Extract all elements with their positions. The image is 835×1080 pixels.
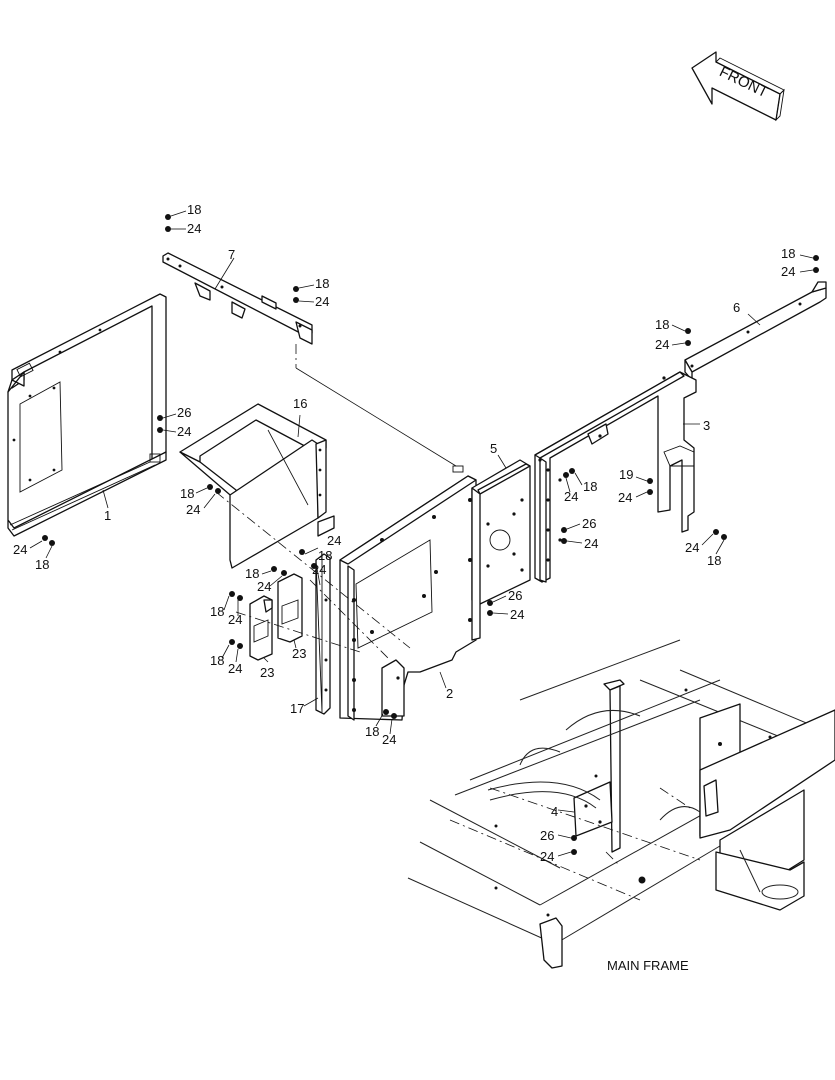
main-frame-assembly <box>407 639 835 969</box>
part-1-left-panel <box>7 293 167 537</box>
callout-24: 24 <box>584 536 598 551</box>
callout-18: 18 <box>315 276 329 291</box>
part-17-vertical-bar <box>303 553 331 715</box>
callout-24: 24 <box>187 221 201 236</box>
callout-24: 24 <box>655 337 669 352</box>
callout-24: 24 <box>257 579 271 594</box>
callout-24: 24 <box>564 489 578 504</box>
callout-18: 18 <box>365 724 379 739</box>
callout-part-3: 3 <box>703 418 710 433</box>
callout-18: 18 <box>180 486 194 501</box>
callout-26: 26 <box>582 516 596 531</box>
callout-24: 24 <box>228 661 242 676</box>
callout-part-17: 17 <box>290 701 304 716</box>
part-6-upper-right-bar <box>684 281 827 381</box>
callout-part-19: 19 <box>619 467 633 482</box>
front-direction-arrow: FRONT <box>691 51 785 122</box>
callout-part-23-right: 23 <box>292 646 306 661</box>
callout-18: 18 <box>583 479 597 494</box>
part-callouts: 1 2 3 4 5 6 7 16 17 19 23 23 <box>104 247 740 819</box>
callout-26: 26 <box>508 588 522 603</box>
callout-24: 24 <box>510 607 524 622</box>
callout-18: 18 <box>210 653 224 668</box>
part-5-plate <box>471 454 531 641</box>
callout-part-23-left: 23 <box>260 665 274 680</box>
callout-24: 24 <box>312 562 326 577</box>
callout-24: 24 <box>382 732 396 747</box>
callout-18: 18 <box>187 202 201 217</box>
callout-18: 18 <box>210 604 224 619</box>
callout-18: 18 <box>245 566 259 581</box>
part-7-upper-bracket <box>162 252 313 345</box>
callout-24: 24 <box>540 849 554 864</box>
callout-18: 18 <box>35 557 49 572</box>
hardware-fasteners <box>42 214 819 855</box>
callout-24: 24 <box>327 533 341 548</box>
callout-18: 18 <box>781 246 795 261</box>
callout-18: 18 <box>655 317 669 332</box>
callout-part-7: 7 <box>228 247 235 262</box>
callout-26: 26 <box>540 828 554 843</box>
alignment-lines <box>215 344 701 901</box>
callout-24: 24 <box>13 542 27 557</box>
part-2-main-panel <box>339 465 477 721</box>
callout-part-6: 6 <box>733 300 740 315</box>
part-3-right-frame <box>534 371 700 583</box>
callout-24: 24 <box>177 424 191 439</box>
callout-26: 26 <box>177 405 191 420</box>
callout-part-16: 16 <box>293 396 307 411</box>
callout-part-4: 4 <box>551 804 558 819</box>
callout-part-1: 1 <box>104 508 111 523</box>
part-23-blocks <box>249 573 303 663</box>
callout-leaders <box>29 210 814 857</box>
callout-24: 24 <box>186 502 200 517</box>
callout-24: 24 <box>228 612 242 627</box>
hardware-callouts: 18 24 18 24 26 24 24 18 18 24 24 18 24 1… <box>13 202 795 864</box>
callout-part-5: 5 <box>490 441 497 456</box>
main-frame-label: MAIN FRAME <box>607 958 689 973</box>
callout-part-2: 2 <box>446 686 453 701</box>
callout-24: 24 <box>315 294 329 309</box>
part-4-support-post <box>557 679 625 853</box>
callout-24: 24 <box>685 540 699 555</box>
callout-18: 18 <box>707 553 721 568</box>
callout-18: 18 <box>318 548 332 563</box>
part-16-top-shield <box>179 403 335 569</box>
callout-24: 24 <box>618 490 632 505</box>
callout-24: 24 <box>781 264 795 279</box>
